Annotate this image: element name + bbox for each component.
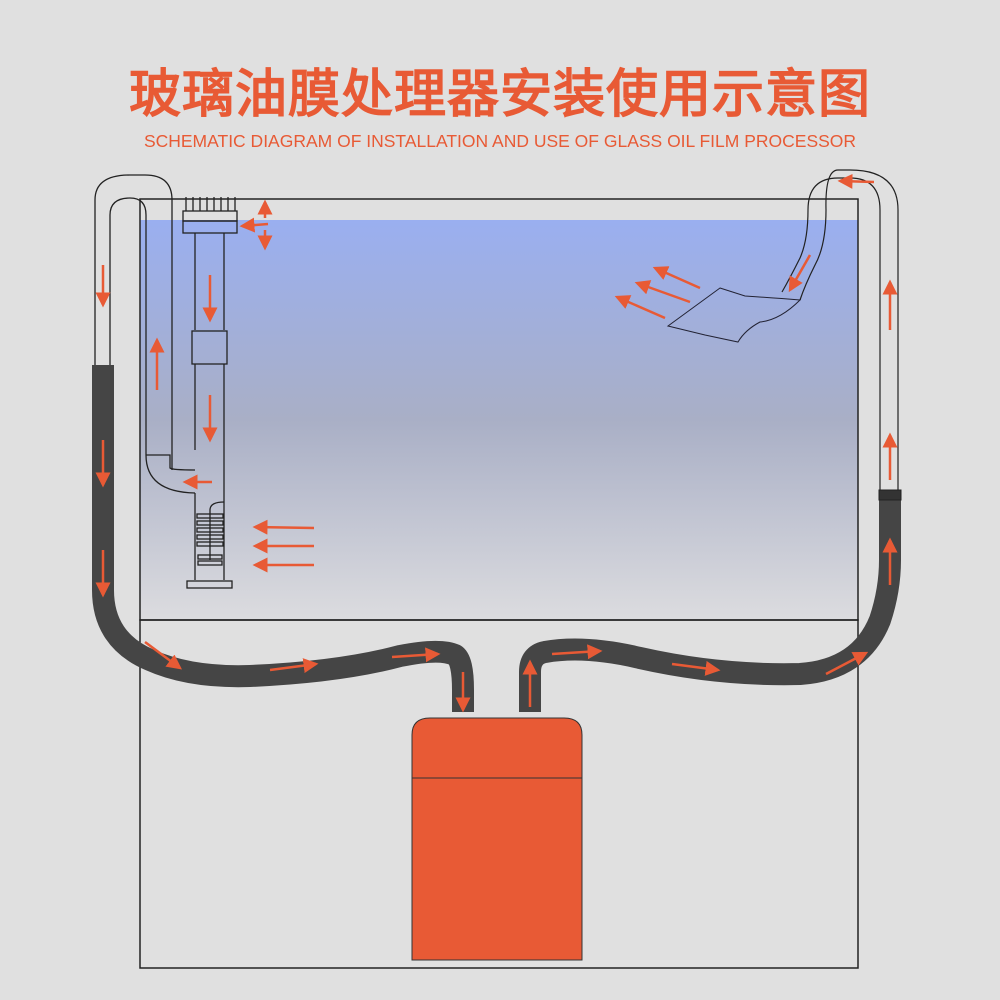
- filter-pipe: [209, 501, 225, 560]
- canister-filter: [411, 717, 583, 961]
- skimmer-chamber: [191, 330, 228, 365]
- left-intake-tube: [94, 174, 173, 470]
- skimmer-elbow: [145, 454, 196, 494]
- inflow-hose: [519, 492, 901, 712]
- arrow: [652, 266, 701, 290]
- arrow: [671, 660, 721, 676]
- skimmer-column: [194, 233, 225, 330]
- surface-nozzle: [666, 287, 802, 343]
- skimmer-base: [186, 580, 233, 589]
- skimmer-comb: [185, 197, 236, 211]
- arrow: [391, 647, 441, 663]
- arrow: [614, 295, 666, 320]
- flow-arrows: [95, 173, 898, 713]
- tank-water: [140, 220, 858, 620]
- cabinet-outline: [139, 619, 859, 969]
- outflow-hose: [92, 365, 474, 712]
- arrow: [837, 173, 875, 189]
- subtitle: SCHEMATIC DIAGRAM OF INSTALLATION AND US…: [143, 131, 857, 151]
- arrow: [788, 254, 812, 293]
- arrow: [144, 640, 183, 670]
- filter-slats: [196, 513, 224, 566]
- arrow: [252, 519, 315, 535]
- arrow: [269, 658, 319, 674]
- arrow: [825, 651, 869, 676]
- arrow: [634, 280, 691, 304]
- arrow: [551, 644, 603, 660]
- hose-cap: [878, 489, 902, 501]
- skimmer-head: [182, 210, 238, 222]
- arrow: [239, 217, 269, 233]
- title: 玻璃油膜处理器安装使用示意图: [128, 65, 871, 125]
- skimmer-lower-body: [194, 364, 225, 580]
- skimmer-collar: [182, 220, 238, 234]
- surface-skimmer: [145, 197, 238, 589]
